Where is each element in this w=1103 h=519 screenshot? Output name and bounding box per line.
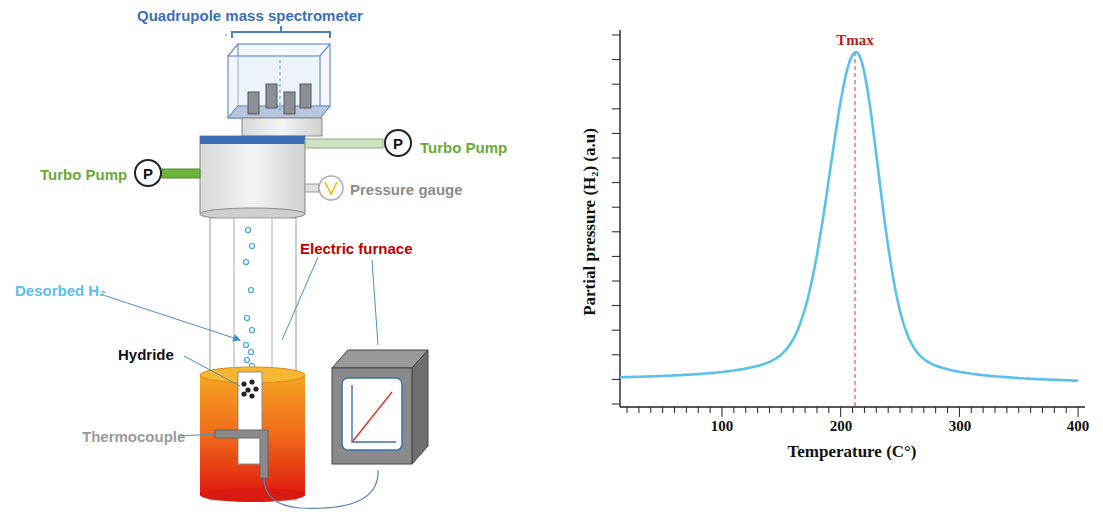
axis-tick bbox=[959, 407, 960, 417]
axis-tick bbox=[828, 407, 829, 413]
axis-tick bbox=[650, 407, 651, 413]
pump-name: Turbo Pump bbox=[420, 139, 507, 156]
hydrogen-bubbles bbox=[244, 228, 255, 381]
axis-tick bbox=[698, 407, 699, 413]
axis-tick bbox=[612, 133, 620, 134]
axis-tick bbox=[745, 407, 746, 413]
axis-tick bbox=[612, 35, 620, 36]
axis-tick bbox=[852, 407, 853, 413]
leader-lines bbox=[100, 257, 378, 436]
axis-tick bbox=[612, 158, 620, 159]
pump-letter: P bbox=[393, 135, 403, 152]
pump-symbol: P bbox=[384, 129, 412, 157]
axis-tick bbox=[627, 407, 628, 413]
axis-tick bbox=[710, 407, 711, 413]
axis-tick bbox=[733, 407, 734, 413]
axis-tick bbox=[781, 407, 782, 413]
axis-tick bbox=[911, 407, 912, 413]
pump-symbol: P bbox=[134, 159, 162, 187]
axis-tick bbox=[674, 407, 675, 413]
pipes bbox=[162, 139, 383, 200]
axis-tick bbox=[612, 379, 620, 380]
axis-tick bbox=[1042, 407, 1043, 413]
furnace-controller bbox=[332, 350, 428, 464]
axis-tick bbox=[612, 108, 620, 109]
axis-title: Partial pressure (H₂) (a.u) bbox=[580, 128, 600, 316]
axis-tick bbox=[876, 407, 877, 413]
axis-tick bbox=[793, 407, 794, 413]
peak-label: Tmax bbox=[836, 32, 874, 49]
axis-tick bbox=[612, 207, 620, 208]
axis-tick bbox=[888, 407, 889, 413]
axis-tick bbox=[1006, 407, 1007, 413]
tick-label: 300 bbox=[949, 418, 972, 435]
sensor-name: Thermocouple bbox=[82, 428, 185, 445]
axis-tick bbox=[662, 407, 663, 413]
axis-tick bbox=[638, 407, 639, 413]
axis-tick bbox=[923, 407, 924, 413]
axis-tick bbox=[1066, 407, 1067, 413]
sample-name: Hydride bbox=[118, 346, 174, 363]
gauge-name: Pressure gauge bbox=[350, 181, 463, 198]
axis-tick bbox=[995, 407, 996, 413]
axis-tick bbox=[935, 407, 936, 413]
axis-tick bbox=[947, 407, 948, 413]
mass-spectrometer bbox=[226, 26, 330, 118]
axis-tick bbox=[612, 182, 620, 183]
pump-name: Turbo Pump bbox=[40, 166, 127, 183]
axis-tick bbox=[805, 407, 806, 413]
axis-tick bbox=[612, 330, 620, 331]
axis-tick bbox=[1030, 407, 1031, 413]
pump-letter: P bbox=[143, 165, 153, 182]
axis-tick bbox=[983, 407, 984, 413]
chart bbox=[612, 30, 1085, 417]
axis-tick bbox=[612, 305, 620, 306]
axis-tick bbox=[722, 407, 723, 417]
axis-title: Temperature (C°) bbox=[787, 442, 916, 462]
axis-tick bbox=[612, 59, 620, 60]
vacuum-chamber bbox=[200, 118, 322, 500]
axis-tick bbox=[769, 407, 770, 413]
axis-tick bbox=[816, 407, 817, 413]
axis-tick bbox=[612, 256, 620, 257]
axis-tick bbox=[612, 231, 620, 232]
tick-label: 100 bbox=[711, 418, 734, 435]
axis-tick bbox=[757, 407, 758, 413]
instrument-name: Quadrupole mass spectrometer bbox=[137, 7, 363, 24]
gas-label: Desorbed H₂ bbox=[15, 282, 106, 299]
axis-tick bbox=[612, 84, 620, 85]
axis-tick bbox=[612, 354, 620, 355]
axis-tick bbox=[1054, 407, 1055, 413]
axis-tick bbox=[840, 407, 841, 417]
furnace-name: Electric furnace bbox=[300, 240, 413, 257]
axis-tick bbox=[612, 281, 620, 282]
axis-tick bbox=[900, 407, 901, 413]
desorption-curve bbox=[620, 52, 1078, 380]
axis-tick bbox=[1018, 407, 1019, 413]
tick-label: 200 bbox=[830, 418, 853, 435]
axis-tick bbox=[864, 407, 865, 413]
axis-tick bbox=[971, 407, 972, 413]
axis-tick bbox=[1078, 407, 1079, 417]
axis-tick bbox=[686, 407, 687, 413]
axis-tick bbox=[612, 404, 620, 405]
tick-label: 400 bbox=[1067, 418, 1090, 435]
